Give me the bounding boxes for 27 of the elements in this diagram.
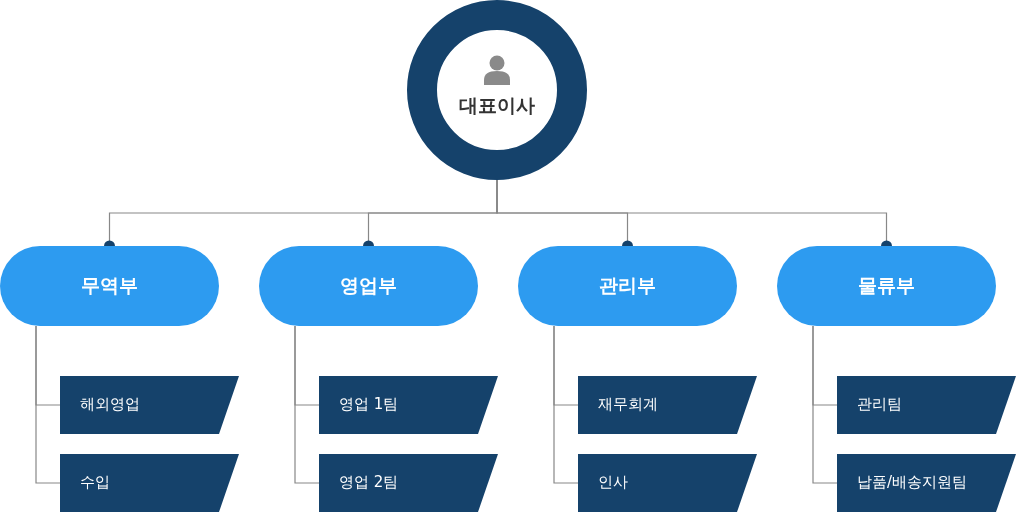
node-title: 납품/배송지원팀 bbox=[857, 473, 968, 492]
node-title: 대표이사 bbox=[458, 93, 536, 118]
team-parallelogram bbox=[578, 454, 757, 512]
node-title: 물류부 bbox=[857, 273, 916, 298]
team-parallelogram bbox=[319, 376, 498, 434]
connector-line bbox=[35, 325, 61, 484]
team-parallelogram bbox=[319, 454, 498, 512]
node-title: 관리부 bbox=[598, 273, 657, 298]
connector-line bbox=[294, 325, 320, 484]
department-pill bbox=[0, 246, 219, 326]
ceo-circle bbox=[407, 0, 587, 180]
team-parallelogram bbox=[60, 454, 239, 512]
node-title: 관리팀 bbox=[857, 395, 902, 414]
node-title: 인사 bbox=[598, 473, 628, 492]
node-title: 영업 1팀 bbox=[339, 395, 399, 414]
node-title: 무역부 bbox=[80, 273, 139, 298]
team-parallelogram bbox=[60, 376, 239, 434]
node-title: 영업부 bbox=[339, 273, 398, 298]
team-parallelogram bbox=[578, 376, 757, 434]
connector-line bbox=[812, 325, 838, 484]
node-title: 영업 2팀 bbox=[339, 473, 399, 492]
team-parallelogram bbox=[837, 454, 1016, 512]
node-title: 수입 bbox=[80, 473, 110, 492]
connector-line bbox=[553, 325, 579, 484]
team-parallelogram bbox=[837, 376, 1016, 434]
node-title: 해외영업 bbox=[80, 395, 140, 414]
node-title: 재무회계 bbox=[598, 395, 658, 414]
